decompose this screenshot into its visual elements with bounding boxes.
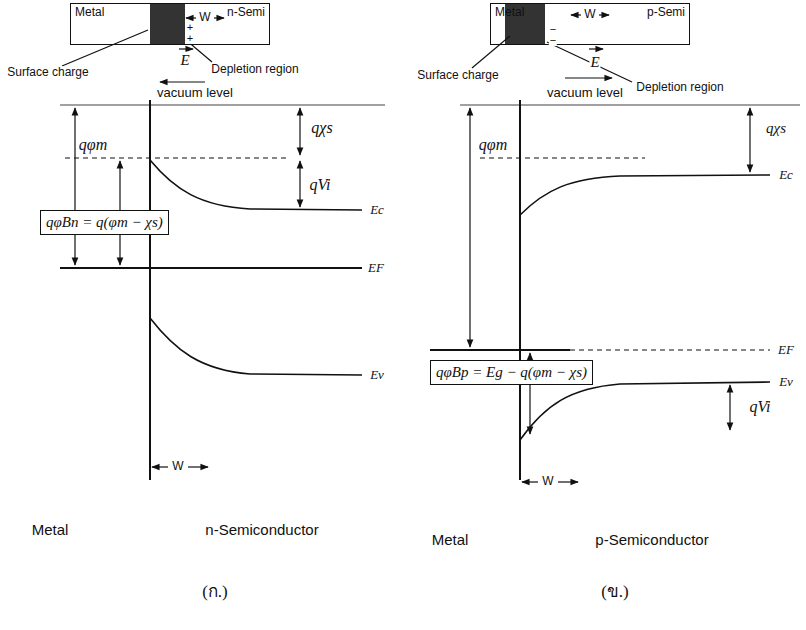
conduction-band (520, 175, 770, 215)
vector-arrow (589, 48, 603, 49)
callout-text: Depletion region (635, 81, 724, 94)
interface-line (149, 100, 151, 480)
width-arrow (186, 17, 196, 18)
conduction-band (150, 160, 362, 210)
energy-arrow (729, 385, 730, 430)
formula-box: qφBp = Eg − q(φm − χs) (430, 360, 593, 385)
width-label: W (583, 8, 596, 21)
region-label: Metal (431, 532, 470, 549)
level-label: vacuum level (156, 86, 234, 100)
callout-text: Surface charge (416, 69, 499, 82)
node-text: p-Semi (647, 5, 685, 19)
band-label: Ec (369, 203, 385, 217)
panel-label: (ก.) (201, 583, 229, 602)
energy-label: qφm (78, 136, 108, 154)
fermi-level (570, 349, 770, 350)
callout-text: Depletion region (210, 63, 299, 76)
energy-arrow (469, 108, 470, 347)
energy-label: qVi (308, 176, 331, 194)
band-label: EF (367, 261, 385, 275)
width-arrow (188, 466, 208, 467)
charge-sign: + (186, 32, 194, 44)
level-label: vacuum level (546, 86, 624, 100)
band-label: Ev (369, 368, 385, 382)
leader-line (547, 42, 632, 82)
formula-box: qφBn = q(φm − χs) (40, 210, 169, 235)
energy-label: qχs (310, 119, 333, 137)
field-arrow (565, 77, 612, 78)
node-text: n-Semi (227, 5, 265, 19)
width-arrow (558, 481, 578, 482)
dashed-level (480, 157, 645, 158)
width-arrow (214, 17, 224, 18)
vacuum-line (60, 105, 385, 106)
width-arrow (599, 14, 609, 15)
panel-label: (ข.) (600, 583, 630, 602)
width-arrow (571, 14, 581, 15)
width-label: W (171, 460, 184, 473)
vector-arrow (179, 48, 193, 49)
region-label: n-Semiconductor (204, 522, 319, 539)
band-label: Ev (778, 375, 794, 389)
callout-text: Surface charge (6, 66, 89, 79)
fermi-level (430, 349, 570, 351)
node-text: qφBp = Eg − q(φm − χs) (436, 364, 587, 381)
valence-band (150, 318, 362, 375)
energy-label: qχs (765, 120, 787, 137)
leader-line (472, 36, 510, 68)
dashed-level (65, 157, 290, 158)
field-label: E (589, 54, 600, 71)
region-label: Metal (31, 522, 70, 539)
node-text: Metal (495, 5, 524, 19)
energy-label: qφm (478, 136, 508, 154)
width-arrow (522, 481, 538, 482)
energy-label: qVi (748, 398, 771, 416)
leader-line (62, 30, 148, 66)
energy-arrow (74, 108, 75, 265)
energy-arrow (749, 108, 750, 172)
interface-line (519, 100, 521, 480)
depletion-fill (150, 3, 185, 45)
field-arrow (160, 81, 205, 82)
region-label: p-Semiconductor (594, 532, 709, 549)
width-label: W (198, 11, 211, 24)
charge-sign: − (549, 34, 557, 46)
band-label: EF (777, 343, 795, 357)
energy-arrow (299, 161, 300, 207)
valence-band (520, 382, 770, 440)
contact-inset: Metal n-Semi (70, 3, 270, 45)
energy-arrow (299, 108, 300, 155)
node-text: qφBn = q(φm − χs) (46, 214, 163, 231)
node-text: Metal (75, 5, 104, 19)
band-label: Ec (778, 168, 794, 182)
width-arrow (152, 466, 168, 467)
fermi-level (60, 267, 362, 269)
vacuum-line (460, 105, 800, 106)
width-label: W (541, 475, 554, 488)
field-label: E (179, 52, 190, 69)
